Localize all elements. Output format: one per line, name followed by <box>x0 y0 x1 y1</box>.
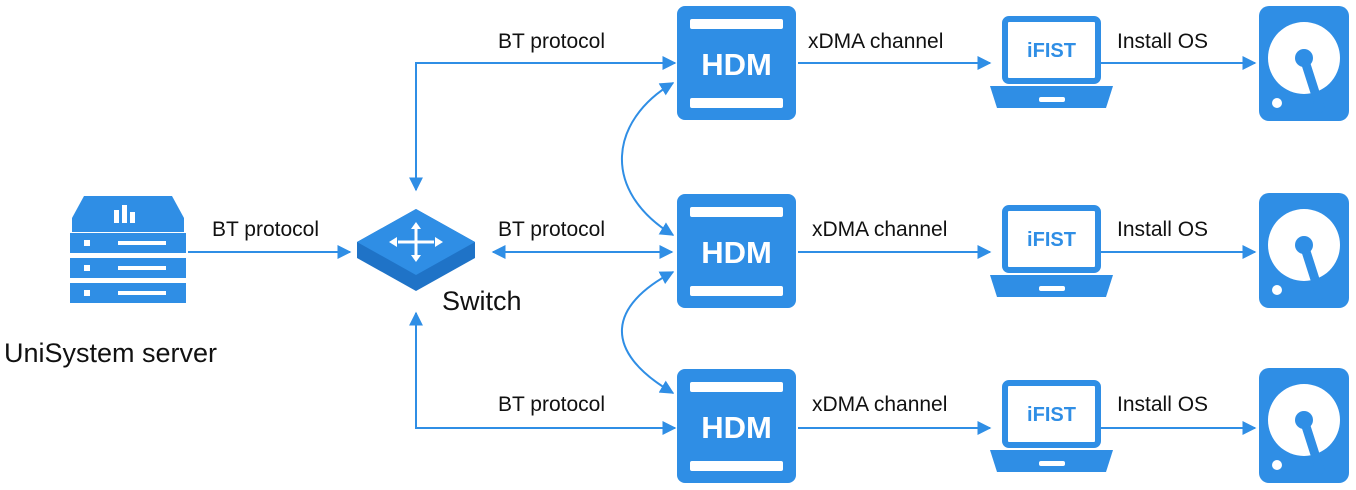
switch-hdm-link-3 <box>409 311 677 435</box>
xdma-label-2: xDMA channel <box>812 218 947 241</box>
install-label-1: Install OS <box>1117 30 1208 53</box>
hard-disk-icon-3 <box>1259 368 1349 483</box>
bt-label-1: BT protocol <box>498 30 605 53</box>
hdm-module-1: HDM <box>677 6 796 120</box>
ifist-label-3: iFIST <box>1027 404 1076 426</box>
hdm-module-3: HDM <box>677 369 796 483</box>
hdm-label-3: HDM <box>701 410 772 445</box>
hdm-label-1: HDM <box>701 47 772 82</box>
switch-label: Switch <box>442 286 522 316</box>
hard-disk-icon-2 <box>1259 193 1349 308</box>
server-link-label: BT protocol <box>212 218 319 241</box>
laptop-icon-2: iFIST <box>990 205 1113 297</box>
xdma-label-3: xDMA channel <box>812 393 947 416</box>
laptop-icon-1: iFIST <box>990 16 1113 108</box>
server-label: UniSystem server <box>4 338 217 368</box>
hdm-label-2: HDM <box>701 235 772 270</box>
laptop-icon-3: iFIST <box>990 380 1113 472</box>
bt-label-2: BT protocol <box>498 218 605 241</box>
hdm-hdm-link-2 <box>620 271 675 394</box>
install-label-3: Install OS <box>1117 393 1208 416</box>
switch-hdm-link-1 <box>409 56 677 192</box>
server-rack-icon <box>70 196 186 303</box>
install-label-2: Install OS <box>1117 218 1208 241</box>
xdma-label-1: xDMA channel <box>808 30 943 53</box>
hard-disk-icon-1 <box>1259 6 1349 121</box>
network-switch-icon <box>357 209 475 291</box>
hdm-hdm-link-1 <box>621 82 675 236</box>
ifist-label-2: iFIST <box>1027 229 1076 251</box>
ifist-label-1: iFIST <box>1027 40 1076 62</box>
bt-label-3: BT protocol <box>498 393 605 416</box>
hdm-module-2: HDM <box>677 194 796 308</box>
